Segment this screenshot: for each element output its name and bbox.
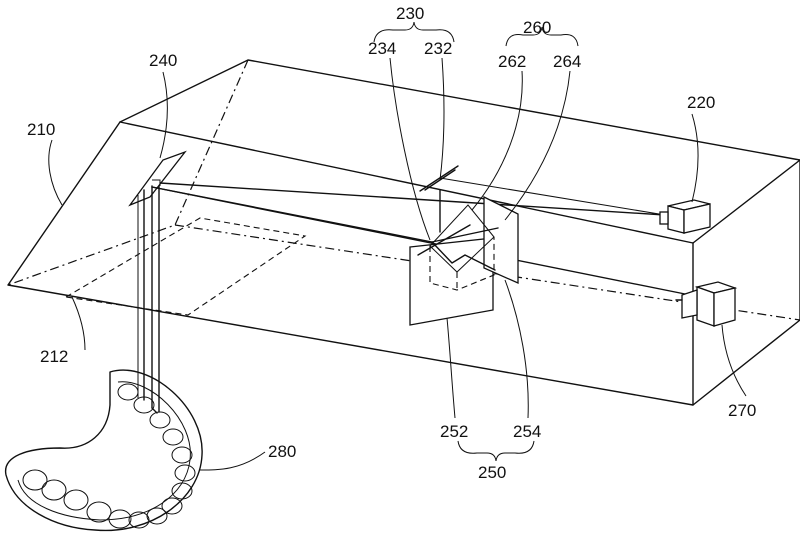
label-250: 250 bbox=[478, 463, 506, 482]
label-230: 230 bbox=[396, 4, 424, 23]
label-270: 270 bbox=[728, 401, 756, 420]
label-210: 210 bbox=[27, 120, 55, 139]
dental-model bbox=[5, 369, 203, 532]
optical-paths bbox=[137, 177, 691, 414]
label-212: 212 bbox=[40, 347, 68, 366]
label-234: 234 bbox=[368, 39, 396, 58]
label-252: 252 bbox=[440, 422, 468, 441]
label-254: 254 bbox=[513, 422, 541, 441]
reference-numerals: 210 240 212 220 270 280 230 234 232 260 … bbox=[27, 4, 756, 482]
teeth bbox=[22, 383, 196, 529]
label-280: 280 bbox=[268, 442, 296, 461]
label-220: 220 bbox=[687, 93, 715, 112]
light-source bbox=[659, 199, 711, 234]
label-262: 262 bbox=[498, 52, 526, 71]
leader-lines bbox=[48, 21, 747, 471]
label-260: 260 bbox=[523, 18, 551, 37]
label-240: 240 bbox=[149, 51, 177, 70]
label-232: 232 bbox=[424, 39, 452, 58]
label-264: 264 bbox=[553, 52, 581, 71]
base-plate bbox=[64, 217, 307, 316]
prism-assembly bbox=[409, 195, 519, 326]
camera bbox=[675, 281, 738, 327]
